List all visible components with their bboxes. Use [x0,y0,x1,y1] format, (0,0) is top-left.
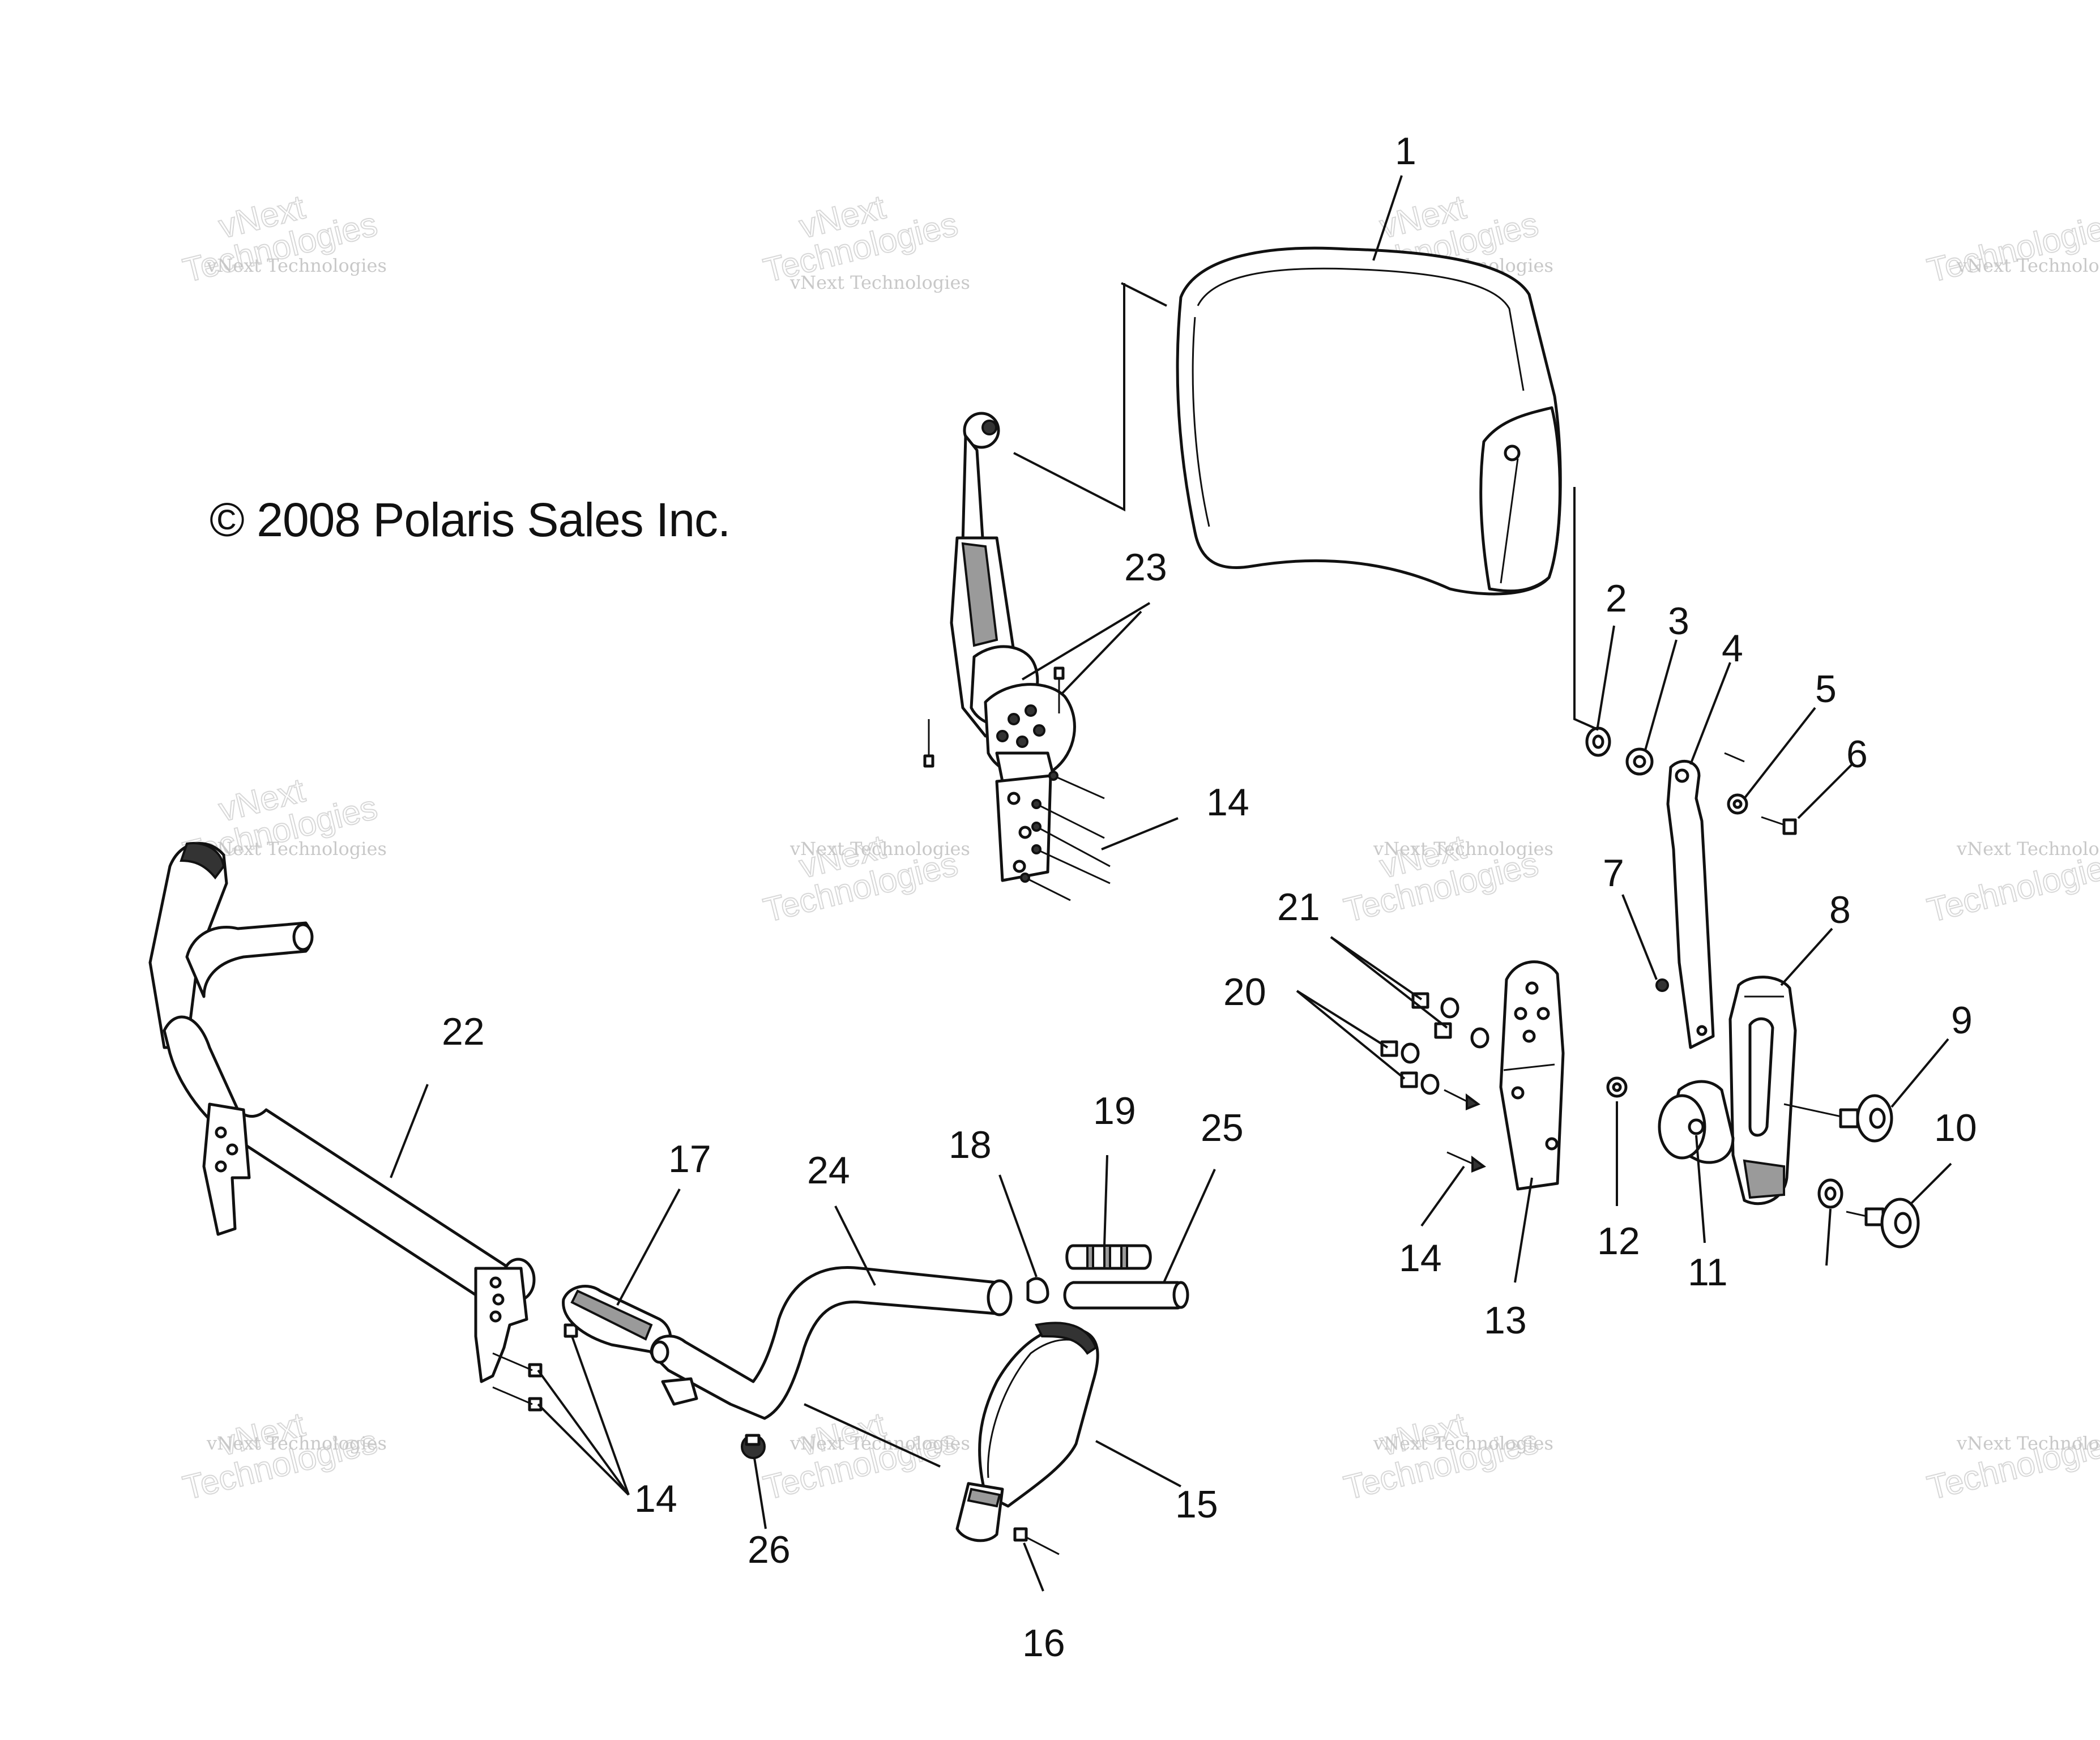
watermark-small: vNext Technologies [206,1433,387,1454]
callout-4: 4 [1722,627,1743,670]
callout-24: 24 [807,1149,850,1192]
watermark-small: vNext Technologies [789,838,970,860]
callout-25: 25 [1201,1106,1244,1149]
leader-lines [390,175,1952,1592]
watermark-small: vNext Technologies [206,255,387,276]
callout-19: 19 [1093,1089,1136,1132]
part-14-bolts-upper [1020,771,1111,901]
callout-14-upper: 14 [1206,781,1249,824]
callout-10: 10 [1934,1106,1977,1149]
watermark-small: vNext Technologies [1373,1433,1553,1454]
part-11-roller [1658,1080,1735,1164]
callout-15: 15 [1175,1483,1218,1526]
callout-20: 20 [1223,971,1266,1014]
callout-9: 9 [1951,999,1973,1042]
callout-14-lower-left: 14 [634,1477,677,1520]
part-22-main-rail [148,842,536,1383]
part-14-bolts-lower-left [492,1323,578,1412]
callout-1: 1 [1395,130,1416,173]
part-10-knob [1846,1198,1920,1249]
part-6-bolt [1761,816,1797,835]
callout-26: 26 [748,1528,791,1571]
callout-7: 7 [1603,852,1624,895]
watermark-small: vNext Technologies [1956,838,2100,860]
part-15-hand-guard [955,1322,1099,1542]
part-4-adjust-arm [1666,759,1715,1049]
callout-21: 21 [1277,886,1320,929]
callout-5: 5 [1815,668,1837,711]
watermark-small: vNext Technologies [206,838,387,860]
callout-22: 22 [442,1010,485,1053]
watermark-small: vNext Technologies [1956,1433,2100,1454]
watermark-small: vNext Technologies [789,1433,970,1454]
part-24-bar [650,1266,1013,1420]
part-12-nut [1606,1076,1628,1098]
watermark-big: Technologies [1924,205,2100,290]
callout-23: 23 [1124,546,1167,589]
part-14-bolts-right [1444,1089,1487,1173]
part-8-slotted-guide [1728,976,1797,1205]
watermark-small: vNext Technologies [1373,838,1553,860]
part-9-knob [1783,1094,1893,1143]
callout-2: 2 [1606,577,1627,620]
callout-12: 12 [1597,1220,1640,1263]
part-26-bolt [741,1434,766,1459]
callout-3: 3 [1668,600,1689,643]
watermark-small: vNext Technologies [1956,255,2100,276]
callout-11: 11 [1688,1251,1728,1294]
part-19-grip [1065,1244,1152,1270]
part-16-screw [1013,1527,1060,1555]
part-7-nut [1655,978,1669,992]
part-18-cap [1026,1277,1049,1304]
part-1-backrest-pad [1176,246,1562,596]
callout-17: 17 [668,1138,711,1181]
part-2-3-5-washers [1585,726,1748,815]
part-17-grip [562,1285,672,1355]
part-23-backrest-bracket-left [923,412,1076,882]
callout-18: 18 [949,1123,992,1166]
callout-labels: 1 2 3 4 5 6 7 8 9 10 11 12 13 14 14 14 1… [442,130,1977,1665]
part-13-mounting-plate [1499,960,1565,1191]
part-3-washer-lower [1817,1178,1843,1209]
part-20-21-washers-bolts [1380,992,1489,1095]
copyright-notice: © 2008 Polaris Sales Inc. [210,493,731,546]
part-25-tube [1063,1281,1189,1310]
callout-6: 6 [1846,733,1868,776]
watermark-small: vNext Technologies [789,272,970,293]
callout-16: 16 [1022,1622,1065,1665]
callout-8: 8 [1829,888,1851,931]
callout-13: 13 [1484,1299,1527,1342]
callout-14-right: 14 [1399,1237,1442,1280]
